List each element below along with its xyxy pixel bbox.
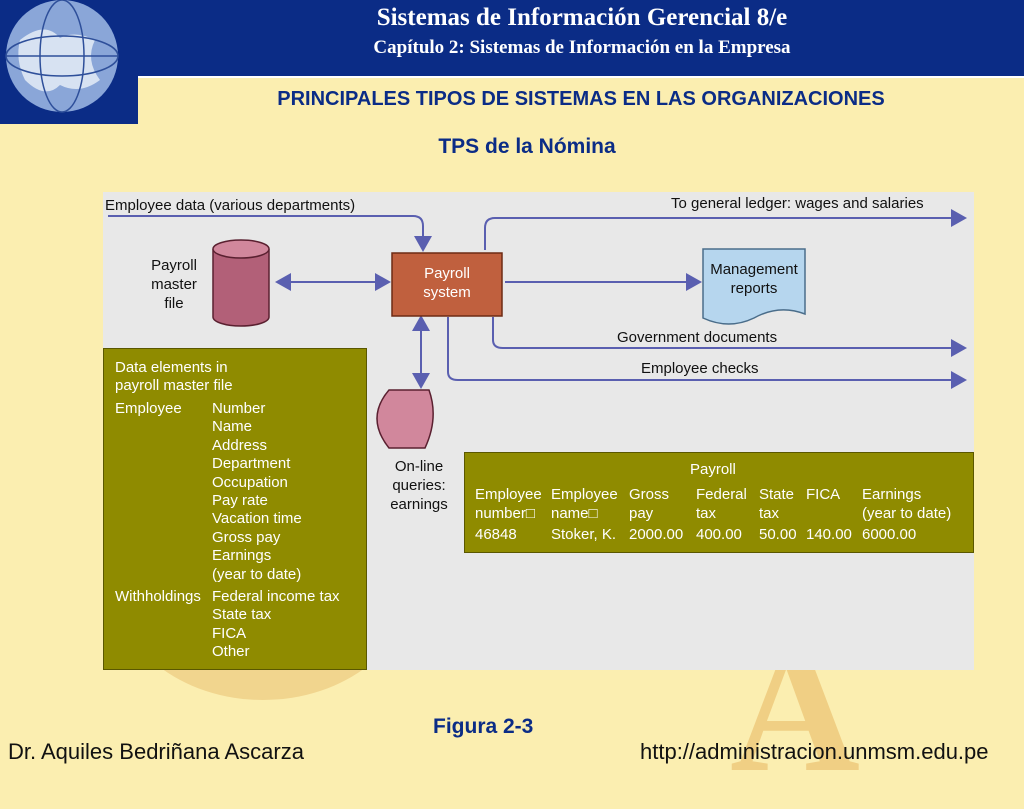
- employee-checks-label: Employee checks: [641, 360, 759, 377]
- diagram-connectors: [108, 209, 967, 449]
- author-name: Dr. Aquiles Bedriñana Ascarza: [8, 739, 304, 764]
- list-item: Name: [212, 418, 253, 436]
- figure-caption: Figura 2-3: [433, 715, 534, 738]
- master-file-label: Payroll master file: [151, 257, 197, 312]
- list-item: Gross pay: [212, 528, 281, 546]
- globe-icon: [0, 0, 138, 124]
- list-item: Other: [212, 643, 250, 661]
- list-item: (year to date): [212, 565, 302, 583]
- employee-items-list: Number Name Address Department Occupatio…: [212, 400, 302, 584]
- data-elements-heading: Data elements in payroll master file: [115, 359, 233, 394]
- payroll-tps-diagram: Employee data (various departments) To g…: [103, 192, 974, 670]
- column-header-earnings: Earnings(year to date): [862, 486, 952, 522]
- list-item: Occupation: [212, 473, 288, 491]
- section-title: PRINCIPALES TIPOS DE SISTEMAS EN LAS ORG…: [277, 88, 885, 110]
- withholdings-group-label: Withholdings: [115, 588, 201, 605]
- header-title: Sistemas de Información Gerencial 8/e: [376, 4, 788, 31]
- record-state-tax: 50.00: [759, 526, 797, 543]
- data-elements-panel: Data elements in payroll master file Emp…: [103, 348, 367, 670]
- section-band: [138, 78, 1024, 124]
- record-earnings: 6000.00: [862, 526, 917, 543]
- management-reports-label: Management reports: [710, 261, 798, 297]
- list-item: Pay rate: [212, 492, 268, 510]
- employee-data-label: Employee data (various departments): [105, 197, 356, 214]
- list-item: Department: [212, 455, 291, 473]
- list-item: State tax: [212, 606, 272, 624]
- employee-group-label: Employee: [115, 400, 182, 417]
- general-ledger-label: To general ledger: wages and salaries: [671, 195, 924, 212]
- record-federal-tax: 400.00: [696, 526, 742, 543]
- list-item: Federal income tax: [212, 588, 340, 605]
- online-queries-label: On-line queries: earnings: [390, 458, 448, 513]
- list-item: Vacation time: [212, 510, 302, 528]
- column-header-fica: FICA: [806, 486, 841, 503]
- record-fica: 140.00: [806, 526, 852, 543]
- withholdings-items-list: Federal income tax State tax FICA Other: [212, 588, 340, 662]
- list-item: Earnings: [212, 547, 272, 565]
- government-documents-label: Government documents: [617, 329, 778, 346]
- record-gross-pay: 2000.00: [629, 526, 684, 543]
- list-item: Number: [212, 400, 266, 417]
- payroll-record-title: Payroll: [690, 461, 736, 478]
- list-item: FICA: [212, 624, 247, 642]
- payroll-system-label: Payroll system: [423, 265, 471, 301]
- record-employee-number: 46848: [475, 526, 517, 543]
- header-divider: [138, 76, 1024, 78]
- list-item: Address: [212, 436, 268, 454]
- slide-title: TPS de la Nómina: [438, 135, 616, 158]
- website-link[interactable]: http://administracion.unmsm.edu.pe: [640, 739, 989, 764]
- header-bar: [0, 0, 1024, 76]
- record-employee-name: Stoker, K.: [551, 526, 617, 543]
- header-subtitle: Capítulo 2: Sistemas de Información en l…: [373, 37, 791, 58]
